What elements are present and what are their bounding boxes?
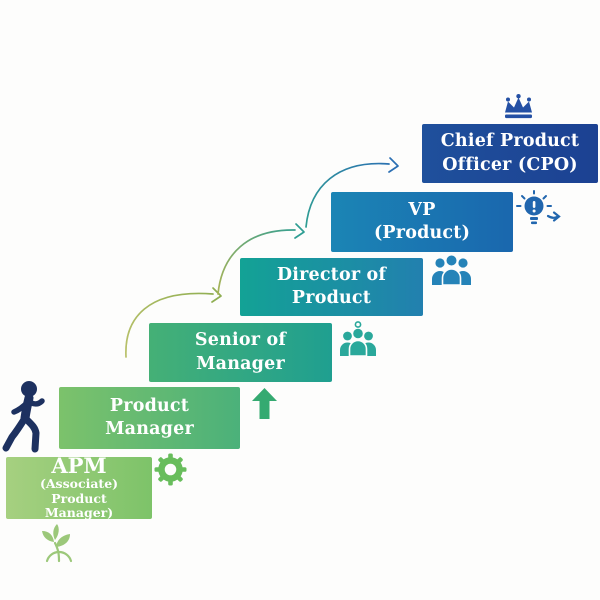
step-senior-line1: Senior of	[194, 330, 287, 351]
team-lead-icon	[339, 321, 377, 357]
step-pm-line2: Manager	[105, 419, 194, 439]
step-apm-sub1: (Associate)	[39, 475, 119, 491]
step-senior-line2: Manager	[196, 353, 285, 374]
step-apm-title: APM	[51, 452, 107, 478]
lightbulb-idea-icon	[515, 190, 563, 232]
step-vp-line1: VP	[408, 199, 436, 220]
step-apm: APM (Associate) Product Manager)	[6, 452, 152, 521]
step-director-line2: Product	[291, 288, 372, 308]
step-director-of-product: Director of Product	[240, 258, 423, 316]
seedling-icon	[40, 520, 78, 564]
walking-person-icon	[2, 379, 52, 457]
group-icon	[431, 253, 472, 286]
step-product-manager: Product Manager	[59, 387, 240, 449]
step-cpo-line2: Officer (CPO)	[442, 154, 578, 175]
gear-icon	[154, 453, 187, 486]
step-vp-product: VP (Product)	[331, 192, 513, 252]
step-cpo-line1: Chief Product	[440, 131, 580, 152]
step-apm-sub2: Product	[51, 490, 107, 506]
step-senior-manager: Senior of Manager	[149, 323, 332, 382]
step-chief-product-officer: Chief Product Officer (CPO)	[422, 124, 598, 183]
step-pm-line1: Product	[109, 395, 190, 416]
step-director-line1: Director of	[276, 264, 387, 285]
step-apm-sub3: Manager)	[44, 505, 114, 521]
crown-icon	[502, 94, 535, 120]
up-arrow-icon	[252, 388, 277, 419]
step-vp-line2: (Product)	[373, 223, 471, 243]
